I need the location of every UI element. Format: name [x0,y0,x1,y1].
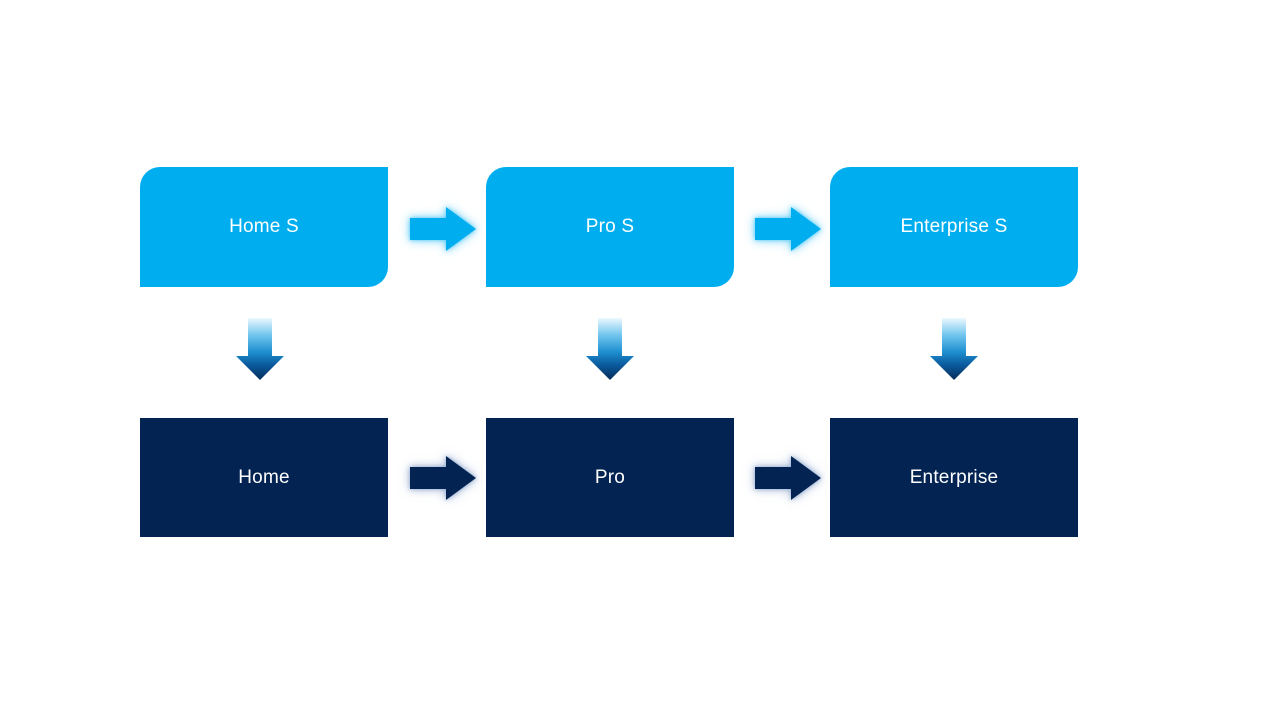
down-arrow-icon [236,318,284,380]
right-arrow-icon [410,456,476,500]
down-arrow-icon [586,318,634,380]
node-label: Enterprise [909,466,999,488]
right-arrow-icon [755,456,821,500]
node-pro[interactable]: Pro [486,418,734,537]
node-label: Enterprise S [900,216,1008,237]
down-arrow-icon [930,318,978,380]
node-enterprise-s[interactable]: Enterprise S [830,167,1078,287]
node-enterprise[interactable]: Enterprise [830,418,1078,537]
node-label: Pro S [585,216,635,237]
right-arrow-icon [410,207,476,251]
node-pro-s[interactable]: Pro S [486,167,734,287]
right-arrow-icon [755,207,821,251]
node-label: Pro [594,466,626,488]
node-home-s[interactable]: Home S [140,167,388,287]
node-label: Home [238,466,290,488]
node-home[interactable]: Home [140,418,388,537]
node-label: Home S [229,216,299,237]
